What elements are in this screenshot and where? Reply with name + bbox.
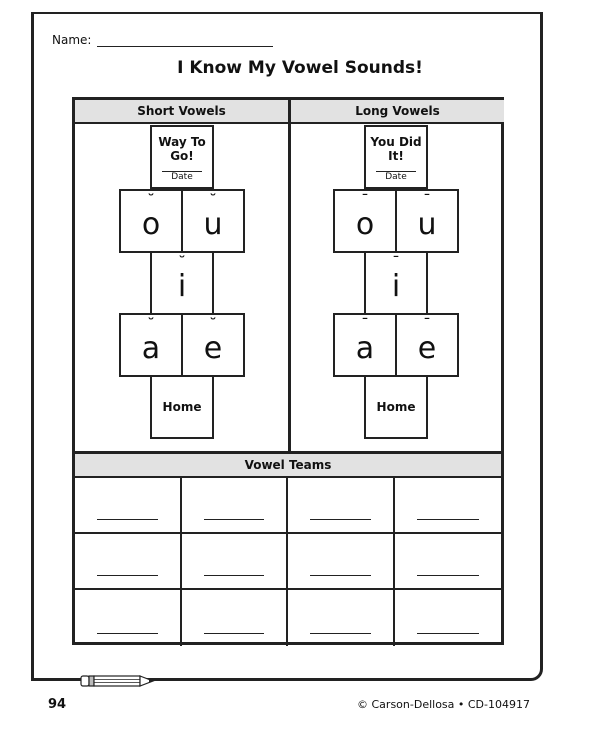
team-cell[interactable] [394, 534, 501, 590]
macron-mark: ¯ [423, 315, 431, 334]
short-vowel-u[interactable]: ˘ u [181, 189, 245, 253]
long-vowel-e[interactable]: ¯ e [395, 313, 459, 377]
long-start-label: You Did It! [370, 135, 422, 163]
short-vowel-o[interactable]: ˘ o [119, 189, 183, 253]
long-vowel-o[interactable]: ¯ o [333, 189, 397, 253]
vowel-letter: a [141, 331, 161, 366]
write-line [203, 519, 264, 520]
breve-mark: ˘ [178, 253, 186, 272]
pencil-icon [80, 675, 155, 687]
long-vowels-heading: Long Vowels [291, 100, 504, 124]
vowel-letter: e [203, 331, 223, 366]
write-line [310, 575, 371, 576]
write-line [416, 633, 479, 634]
vowel-letter: o [355, 207, 375, 242]
short-vowel-e[interactable]: ˘ e [181, 313, 245, 377]
long-vowel-a[interactable]: ¯ a [333, 313, 397, 377]
team-cell[interactable] [288, 478, 395, 534]
team-cell[interactable] [288, 590, 395, 646]
name-input-line[interactable] [97, 34, 274, 47]
write-line [97, 575, 158, 576]
page-number: 94 [48, 697, 67, 712]
vowel-teams-grid [75, 478, 501, 646]
write-line [97, 633, 158, 634]
short-start-box: Way To Go! Date [150, 125, 214, 189]
name-field-row: Name: [52, 33, 274, 47]
team-cell[interactable] [75, 478, 182, 534]
long-vowel-u[interactable]: ¯ u [395, 189, 459, 253]
macron-mark: ¯ [361, 191, 369, 210]
breve-mark: ˘ [209, 191, 217, 210]
macron-mark: ¯ [423, 191, 431, 210]
breve-mark: ˘ [209, 315, 217, 334]
team-cell[interactable] [181, 478, 288, 534]
team-cell[interactable] [182, 590, 288, 646]
copyright-text: © Carson-Dellosa • CD-104917 [357, 698, 530, 711]
short-home-box: Home [150, 375, 214, 439]
team-cell[interactable] [75, 590, 182, 646]
team-cell[interactable] [394, 478, 501, 534]
write-line [310, 519, 371, 520]
team-cell[interactable] [75, 534, 182, 590]
write-line [416, 575, 479, 576]
write-line [310, 633, 371, 634]
macron-mark: ¯ [392, 253, 400, 272]
vowel-letter: u [417, 207, 437, 242]
short-vowel-i[interactable]: ˘ i [150, 251, 214, 315]
write-line [203, 575, 264, 576]
short-vowels-column: Short Vowels Way To Go! Date ˘ o ˘ u ˘ i… [75, 100, 291, 451]
write-line [416, 519, 479, 520]
vowel-letter: o [141, 207, 161, 242]
short-vowels-heading: Short Vowels [75, 100, 288, 124]
page-title: I Know My Vowel Sounds! [177, 58, 423, 78]
vowel-teams-section: Vowel Teams [75, 451, 501, 646]
team-cell[interactable] [395, 590, 502, 646]
long-date-label[interactable]: Date [376, 171, 416, 183]
long-home-box: Home [364, 375, 428, 439]
team-cell[interactable] [288, 534, 395, 590]
vowel-letter: e [417, 331, 437, 366]
long-start-box: You Did It! Date [364, 125, 428, 189]
short-date-label[interactable]: Date [162, 171, 202, 183]
page-frame [31, 12, 543, 681]
vowel-letter: i [391, 269, 401, 304]
vowel-board: Short Vowels Way To Go! Date ˘ o ˘ u ˘ i… [72, 97, 504, 646]
breve-mark: ˘ [147, 315, 155, 334]
name-label: Name: [52, 33, 92, 47]
team-cell[interactable] [181, 534, 288, 590]
macron-mark: ¯ [361, 315, 369, 334]
long-vowel-i[interactable]: ¯ i [364, 251, 428, 315]
short-start-label: Way To Go! [158, 135, 206, 163]
vowel-letter: u [203, 207, 223, 242]
vowel-letter: i [177, 269, 187, 304]
breve-mark: ˘ [147, 191, 155, 210]
write-line [97, 519, 158, 520]
write-line [203, 633, 264, 634]
vowel-teams-heading: Vowel Teams [75, 451, 501, 478]
vowel-letter: a [355, 331, 375, 366]
long-vowels-column: Long Vowels You Did It! Date ¯ o ¯ u ¯ i… [291, 100, 504, 451]
short-vowel-a[interactable]: ˘ a [119, 313, 183, 377]
